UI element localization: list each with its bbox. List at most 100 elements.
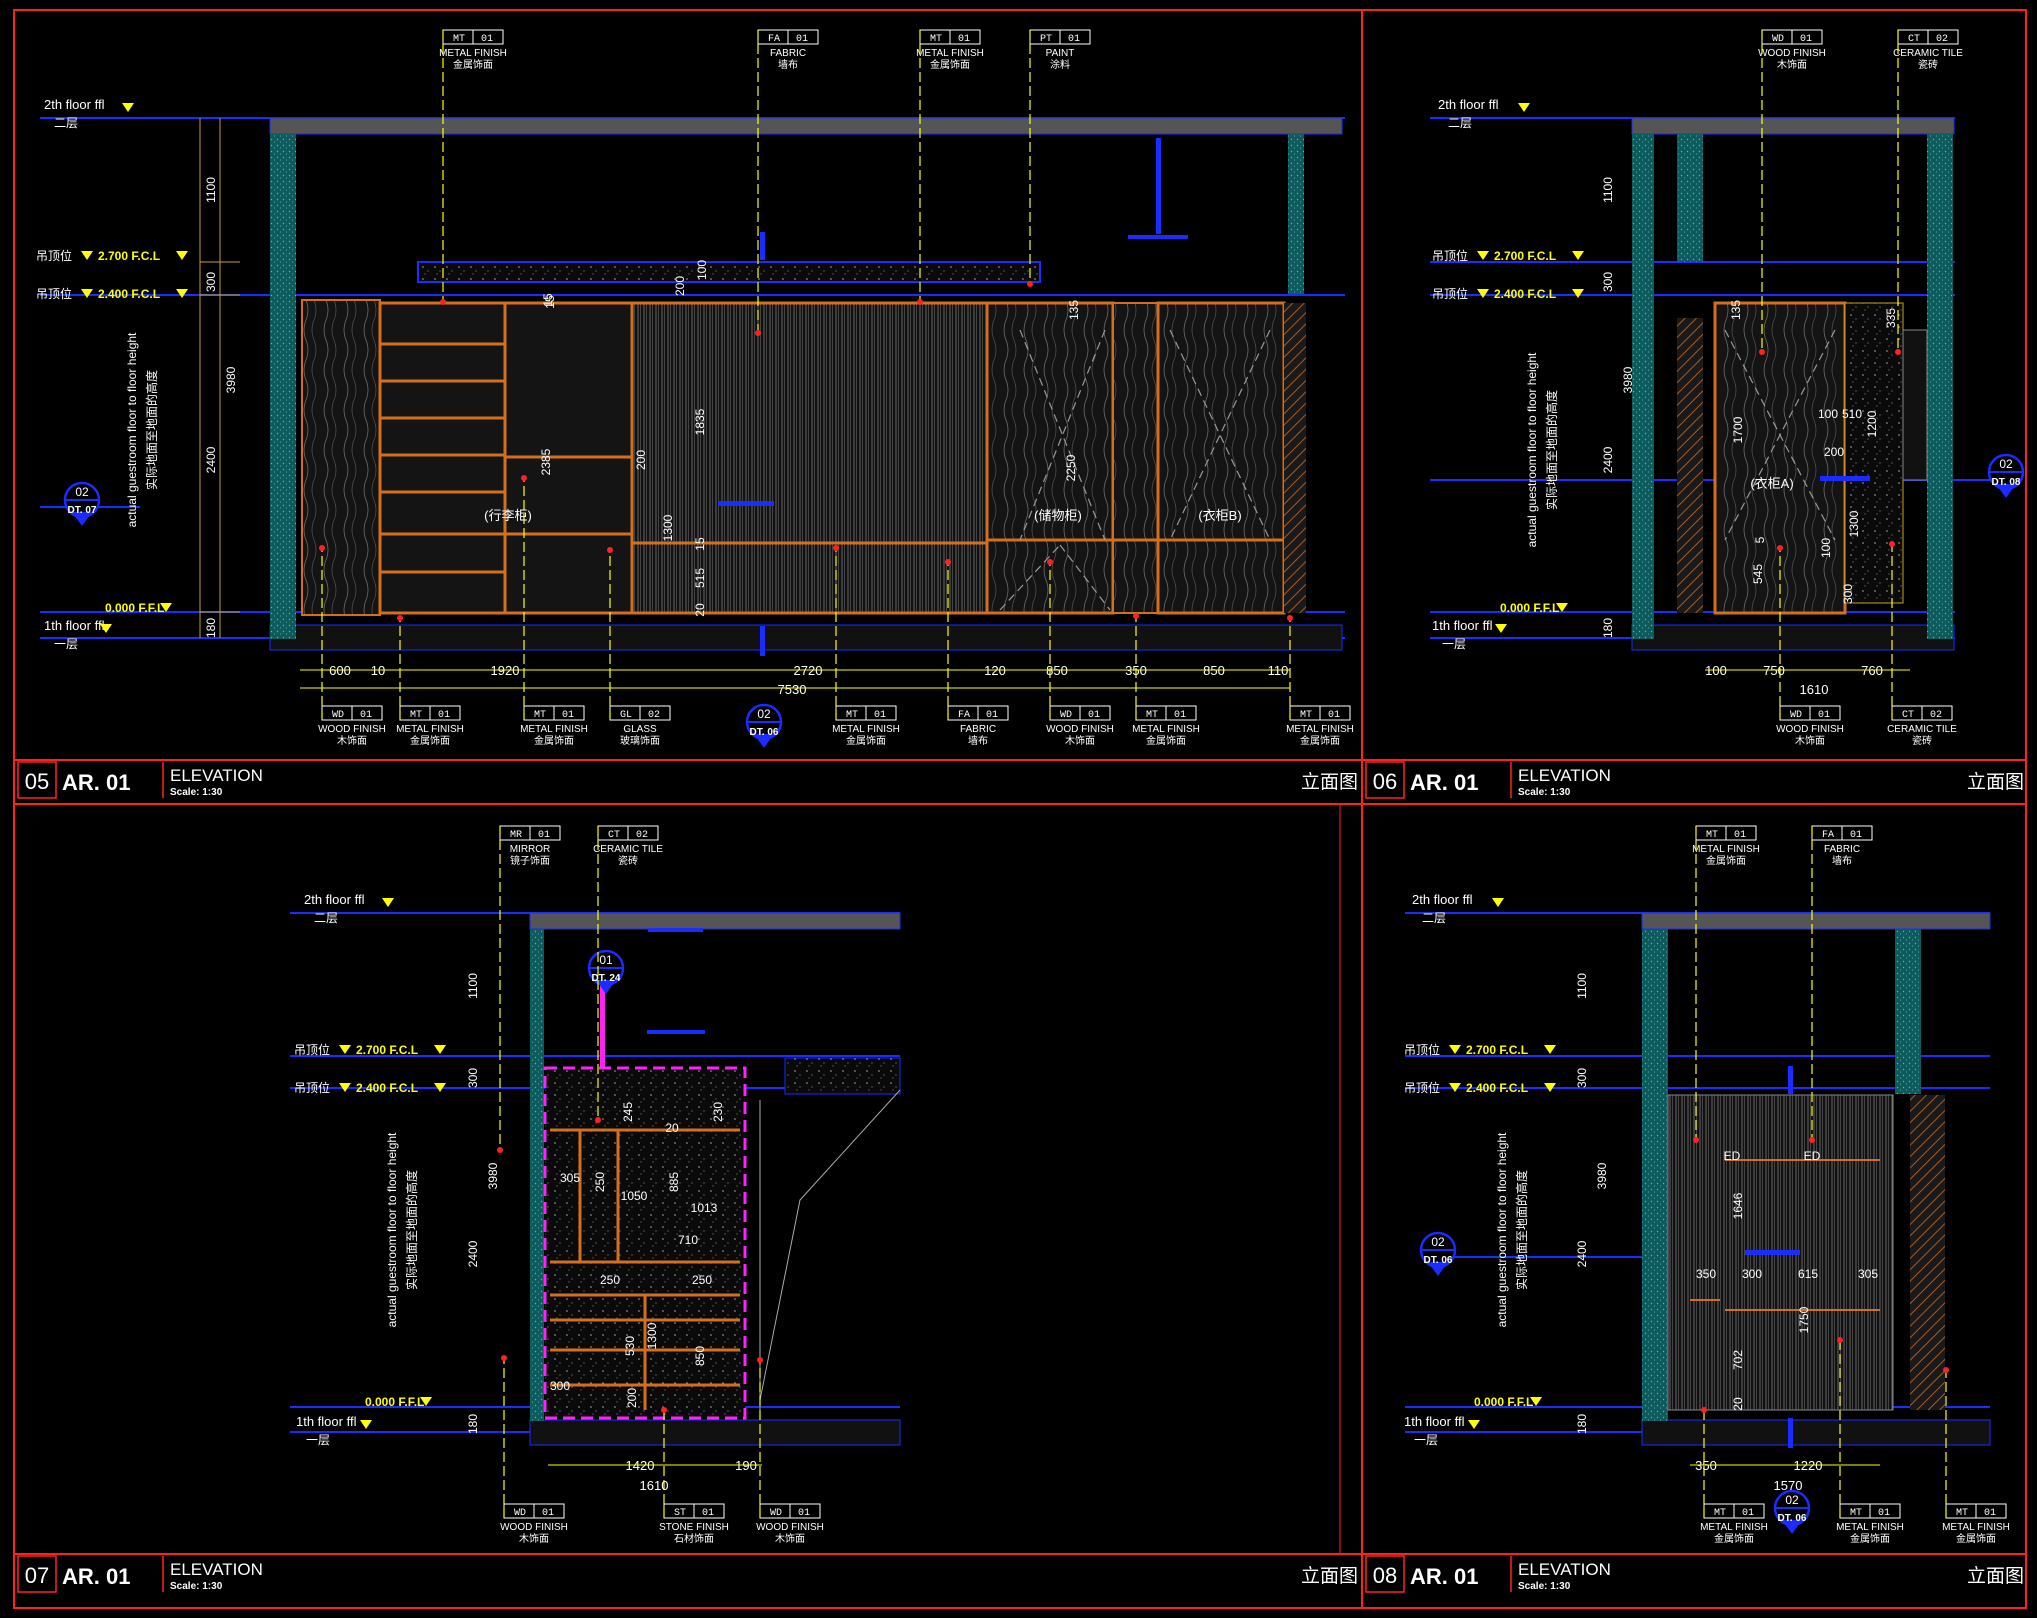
tag-code: MT [1714,1508,1726,1519]
drawing-code: AR. 01 [62,1564,130,1589]
dim-inner: 100 [1819,538,1833,558]
tag-chinese: 金属饰面 [410,734,450,747]
level-label-cn: 二层 [54,116,78,130]
drawing-title: ELEVATION [1518,1560,1611,1579]
level-triangle-icon [122,103,134,112]
sheet-frame [13,9,2027,1609]
dim-inner: 305 [1858,1267,1878,1281]
level-label: 1th floor ffl [1432,618,1493,633]
dim-inner: 1300 [661,514,675,541]
level-label-cn: 一层 [306,1433,330,1447]
tag-english: METAL FINISH [396,724,464,735]
dim-vertical: 3980 [1595,1162,1609,1189]
dim-inner: 200 [673,276,687,296]
dim-inner: 20 [693,603,707,617]
dim-inner: 1300 [645,1322,659,1349]
dim-vertical: 1100 [1575,973,1589,999]
level-triangle-icon [81,289,93,298]
height-note-cn: 实际地面至地面的高度 [404,1170,419,1290]
ffl-label: 0.000 F.F.L [1474,1395,1533,1409]
ceiling-label-cn: 吊顶位 [1404,1042,1440,1057]
cabinet-label: (行李柜) [484,508,532,523]
dim-vertical: 180 [1601,618,1615,638]
level-triangle-icon [360,1420,372,1429]
level-triangle-icon [1477,251,1489,260]
callout-ref: DT. 24 [592,973,621,984]
drawing-scale: Scale: 1:30 [1518,1581,1571,1592]
tag-code: FA [1822,830,1834,841]
callout-ref: DT. 08 [1992,477,2021,488]
ceiling-label-cn: 吊顶位 [294,1080,330,1095]
tag-number: 02 [1936,34,1948,45]
dim-inner: 20 [1731,1397,1745,1411]
tag-code: FA [958,710,970,721]
tag-english: FABRIC [960,724,996,735]
tag-chinese: 玻璃饰面 [620,734,660,747]
tag-english: METAL FINISH [1286,724,1354,735]
tag-chinese: 木饰面 [1777,58,1807,71]
tag-code: MT [410,710,422,721]
tag-english: METAL FINISH [1700,1522,1768,1533]
tag-chinese: 瓷砖 [1918,58,1938,71]
tag-number: 01 [1734,830,1746,841]
level-label-cn: 一层 [1414,1433,1438,1447]
drawing-number: 05 [25,769,49,794]
tag-number: 01 [542,1508,554,1519]
dim-inner: 200 [634,450,648,470]
tag-chinese: 瓷砖 [618,854,638,867]
ceiling-label-cn: 吊顶位 [1432,248,1468,263]
tag-chinese: 墙布 [968,734,988,747]
tag-number: 02 [636,830,648,841]
level-triangle-icon [100,624,112,633]
tag-code: WD [770,1508,782,1519]
ceiling-level-value: 2.700 F.C.L [1494,249,1556,263]
dim-inner: 200 [1824,445,1844,459]
height-note-en: actual guestroom floor to floor height [385,1132,399,1327]
tag-number: 01 [538,830,550,841]
tag-code: MT [453,34,465,45]
tag-english: CERAMIC TILE [1887,724,1957,735]
dim-inner: 850 [693,1346,707,1366]
tag-chinese: 瓷砖 [1912,734,1932,747]
drawing-title-cn: 立面图 [1967,1565,2024,1587]
level-triangle-icon [176,289,188,298]
tag-english: WOOD FINISH [500,1522,568,1533]
ffl-label: 0.000 F.F.L [1500,601,1559,615]
tag-code: WD [1060,710,1072,721]
dim-inner: 1013 [691,1201,718,1215]
drawing-code: AR. 01 [1410,1564,1478,1589]
level-label-cn: 二层 [1448,116,1472,130]
callout-number: 02 [75,485,89,499]
dim-inner: 545 [1751,564,1765,584]
tag-chinese: 木饰面 [337,734,367,747]
ceiling-label-cn: 吊顶位 [36,286,72,301]
drawing-title: ELEVATION [170,766,263,785]
tag-code: MT [1956,1508,1968,1519]
level-label-cn: 一层 [54,637,78,651]
dim-inner: 1700 [1731,416,1745,443]
dim-vertical: 1100 [204,177,218,203]
ceiling-label-cn: 吊顶位 [1432,286,1468,301]
callout-ref: DT. 06 [750,727,779,738]
dim-vertical: 2400 [1601,446,1615,473]
dim-vertical: 300 [1575,1068,1589,1088]
tag-number: 01 [562,710,574,721]
dim-total: 1610 [1800,682,1829,697]
level-triangle-icon [382,898,394,907]
dim-inner: 710 [678,1233,698,1247]
tag-number: 01 [958,34,970,45]
